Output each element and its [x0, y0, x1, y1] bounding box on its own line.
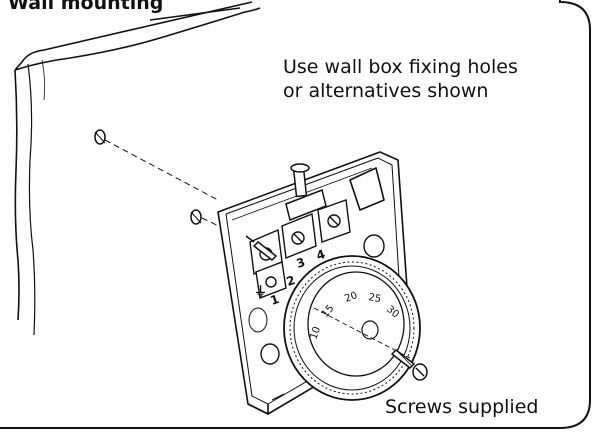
fixing-holes-callout-line-1: Use wall box fixing holes — [283, 56, 518, 78]
terminal-labels: 1 2 3 4 ⏚ — [254, 247, 327, 308]
earth-icon: ⏚ — [254, 285, 267, 300]
terminal-1-label: 1 — [269, 292, 281, 308]
temperature-dial — [283, 255, 421, 401]
dial-mark-20: 20 — [343, 290, 359, 305]
terminal-4-label: 4 — [315, 247, 327, 263]
terminal-2-label: 2 — [285, 273, 297, 289]
heading-underline — [149, 7, 241, 21]
dial-mark-10: 10 — [308, 325, 323, 341]
fixing-holes-callout-line-2: or alternatives shown — [283, 80, 489, 102]
screws-supplied-callout: Screws supplied — [385, 396, 539, 418]
wall — [14, 1, 261, 336]
terminal-3-label: 3 — [295, 255, 307, 271]
fixing-holes — [94, 129, 202, 225]
screw-icon — [245, 235, 428, 381]
top-screw — [285, 163, 327, 222]
dial-mark-25: 25 — [367, 292, 381, 305]
section-heading: Wall mounting — [8, 0, 164, 14]
